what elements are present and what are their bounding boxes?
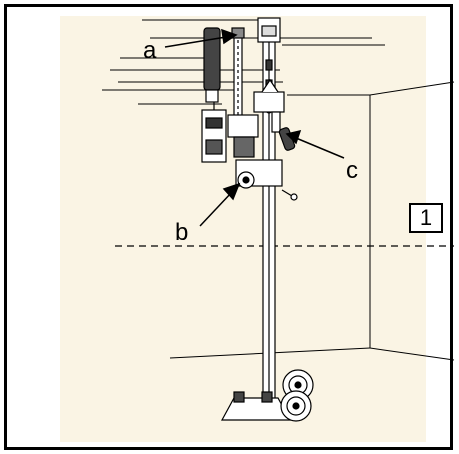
arrowhead-b [222, 182, 241, 201]
callout-arrows [164, 28, 345, 227]
reference-box-label: 1 [409, 203, 443, 233]
callout-c-label: c [346, 157, 358, 184]
callout-b-label: b [175, 219, 188, 246]
carriage [235, 78, 298, 201]
arrowhead-a [221, 28, 238, 45]
arrowhead-c [285, 129, 302, 145]
column [257, 17, 281, 401]
arrow-c [295, 137, 345, 159]
feed-spindle [227, 27, 259, 158]
room-background [60, 16, 426, 442]
arrow-b [199, 191, 233, 227]
base-with-wheels [220, 369, 314, 422]
arrow-a [164, 36, 227, 48]
drill-motor [201, 27, 227, 163]
callout-a-label: a [143, 37, 157, 64]
